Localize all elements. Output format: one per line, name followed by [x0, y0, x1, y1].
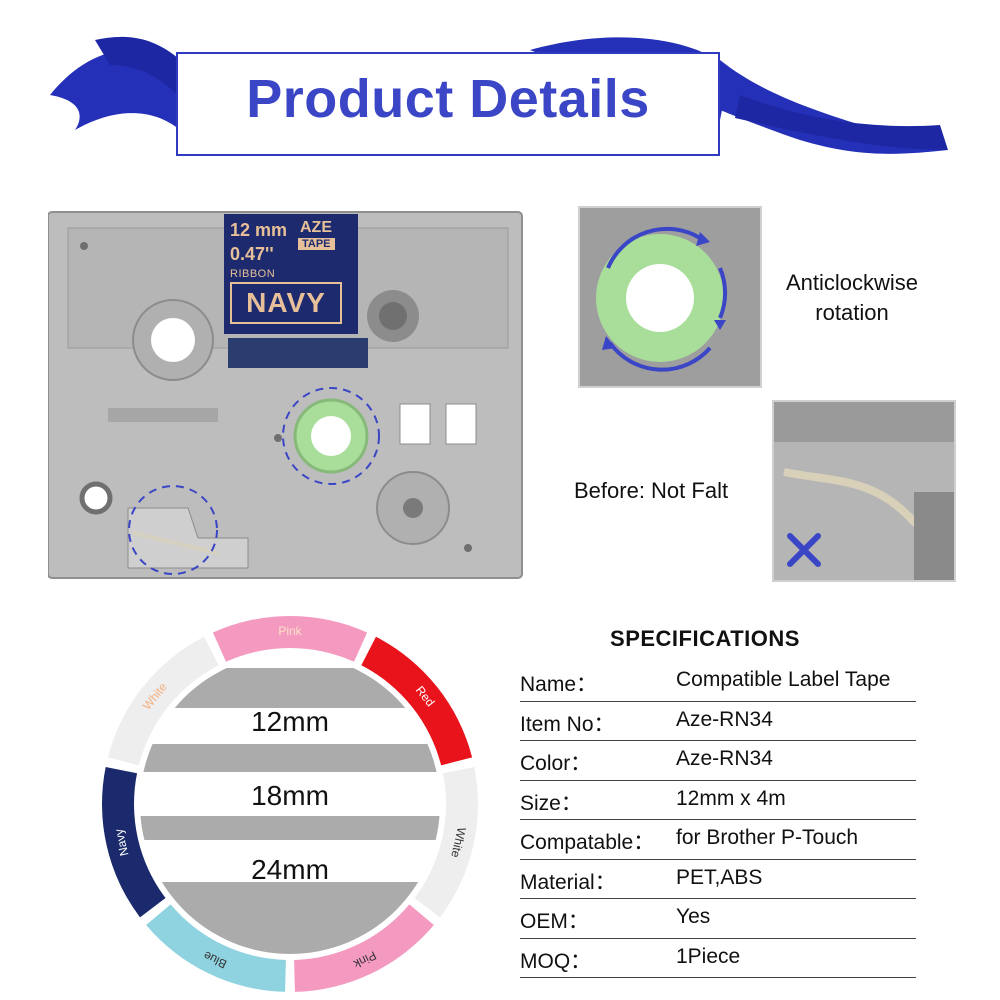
anticlockwise-arrows-icon: [580, 208, 760, 386]
rotation-photo: [578, 206, 762, 388]
tape-type: RIBBON: [230, 268, 276, 280]
spec-value: 12mm x 4m: [676, 786, 786, 810]
rotation-caption-line-2: rotation: [815, 300, 889, 325]
ring-segment-blue: [146, 904, 286, 992]
spec-row: Color： Aze-RN34: [520, 741, 916, 781]
spec-value: 1Piece: [676, 944, 741, 968]
specs-title: SPECIFICATIONS: [610, 626, 800, 651]
spec-key: OEM：: [520, 910, 589, 933]
spec-value: Yes: [676, 905, 711, 928]
spec-value: Compatible Label Tape: [676, 668, 891, 691]
ring-segment-label: White: [448, 826, 469, 859]
spec-key: Material：: [520, 870, 616, 894]
spec-value: Aze-RN34: [676, 707, 773, 731]
ring-segment-pink: [294, 904, 434, 992]
brand-line-1: AZE: [300, 219, 332, 236]
spec-value: for Brother P-Touch: [676, 826, 859, 849]
flat-tape-illustration: [774, 402, 954, 580]
spec-row: OEM： Yes: [520, 899, 916, 939]
size-label-18mm: 18mm: [251, 780, 329, 811]
spec-value: Aze-RN34: [676, 747, 773, 770]
spec-key: Name：: [520, 673, 598, 696]
spec-key: MOQ：: [520, 949, 592, 973]
tape-width-mm: 12 mm: [230, 220, 288, 240]
rotation-caption: Anticlockwise rotation: [762, 268, 942, 328]
ring-segment-red: [361, 636, 473, 766]
spec-row: Item No： Aze-RN34: [520, 702, 916, 741]
spec-row: Name： Compatible Label Tape: [520, 662, 916, 702]
spec-key: Compatable：: [520, 831, 655, 854]
flat-tape-photo: [772, 400, 956, 582]
brand-line-2: TAPE: [298, 238, 335, 250]
spec-key: Item No：: [520, 712, 615, 736]
spec-row: Size： 12mm x 4m: [520, 781, 916, 820]
ring-segment-pink: [212, 616, 368, 662]
x-mark-icon: [787, 533, 821, 567]
page-title: Product Details: [246, 69, 650, 129]
rotation-caption-line-1: Anticlockwise: [785, 270, 919, 295]
ring-segment-navy: [101, 766, 166, 918]
ring-segment-white: [107, 636, 219, 766]
tape-color-box: NAVY: [230, 282, 342, 324]
size-label-24mm: 24mm: [251, 854, 329, 885]
ring-segment-white: [414, 766, 478, 918]
spec-value: PET,ABS: [676, 865, 763, 889]
flat-caption: Before: Not Falt: [574, 478, 729, 503]
ring-segment-label: Pink: [278, 624, 302, 638]
spec-row: MOQ： 1Piece: [520, 939, 916, 978]
tape-label: 12 mm 0.47'' RIBBON AZE TAPE NAVY: [224, 214, 358, 334]
spec-key: Color：: [520, 752, 592, 775]
tape-width-in: 0.47'': [230, 244, 274, 264]
ring-segment-label: Navy: [112, 828, 132, 858]
spec-row: Material： PET,ABS: [520, 860, 916, 899]
size-label-12mm: 12mm: [251, 706, 329, 737]
tape-color: NAVY: [246, 287, 326, 318]
title-box: [176, 52, 720, 156]
spec-row: Compatable： for Brother P-Touch: [520, 820, 916, 860]
specs-table: Name： Compatible Label Tape Item No： Aze-R…: [520, 662, 916, 978]
spec-key: Size：: [520, 791, 582, 815]
